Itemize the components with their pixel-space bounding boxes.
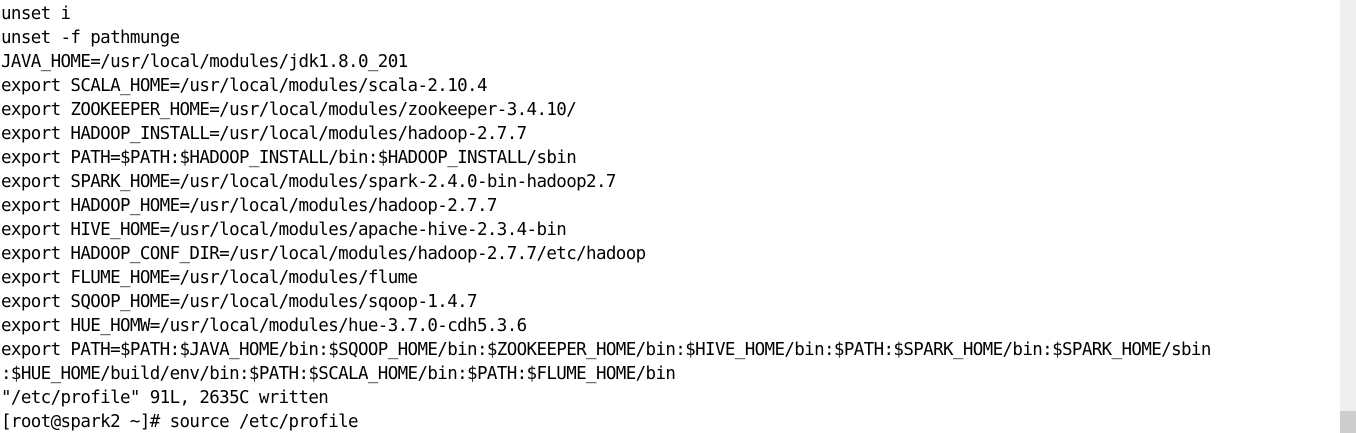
terminal-line: export SQOOP_HOME=/usr/local/modules/sqo… [1,292,478,312]
terminal-line: export HUE_HOMW=/usr/local/modules/hue-3… [1,316,527,336]
terminal-line: export HADOOP_INSTALL=/usr/local/modules… [1,124,527,144]
terminal-line: unset i [1,4,71,24]
terminal-line: export ZOOKEEPER_HOME=/usr/local/modules… [1,100,577,120]
terminal-status-line: "/etc/profile" 91L, 2635C written [1,388,329,408]
terminal-line: export PATH=$PATH:$HADOOP_INSTALL/bin:$H… [1,148,577,168]
terminal-line: export SPARK_HOME=/usr/local/modules/spa… [1,172,616,192]
scrollbar-thumb[interactable] [1340,411,1356,433]
terminal-line-wrap-continuation: :$HUE_HOME/build/env/bin:$PATH:$SCALA_HO… [1,364,676,384]
terminal-line: export FLUME_HOME=/usr/local/modules/flu… [1,268,418,288]
terminal-line: export SCALA_HOME=/usr/local/modules/sca… [1,76,488,96]
terminal-line: export HADOOP_HOME=/usr/local/modules/ha… [1,196,497,216]
terminal-line: JAVA_HOME=/usr/local/modules/jdk1.8.0_20… [1,52,408,72]
vertical-scrollbar[interactable] [1340,0,1356,433]
terminal-line-wrapped: export PATH=$PATH:$JAVA_HOME/bin:$SQOOP_… [1,340,1211,360]
terminal-line: export HADOOP_CONF_DIR=/usr/local/module… [1,244,646,264]
terminal-command-line: [root@spark2 ~]# source /etc/profile [1,412,359,432]
terminal-line: export HIVE_HOME=/usr/local/modules/apac… [1,220,567,240]
terminal-line: unset -f pathmunge [1,28,180,48]
